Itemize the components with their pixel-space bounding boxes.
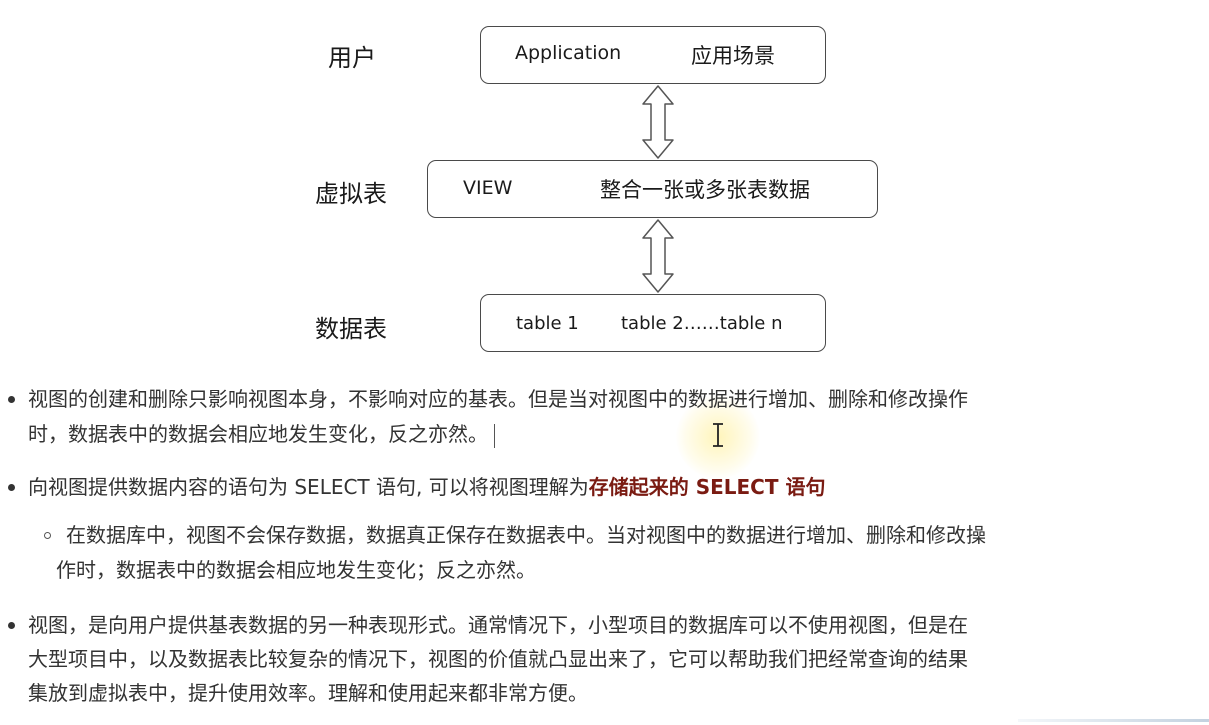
table-1-label: table 1 <box>516 313 579 334</box>
bullet-dot <box>8 622 15 629</box>
bullet-1-line-2: 时，数据表中的数据会相应地发生变化，反之亦然。 <box>28 417 968 452</box>
bullet-1-text: 视图的创建和删除只影响视图本身，不影响对应的基表。但是当对视图中的数据进行增加、… <box>28 382 968 452</box>
bullet-3-text: 视图，是向用户提供基表数据的另一种表现形式。通常情况下，小型项目的数据库可以不使… <box>28 608 968 710</box>
sub-bullet-line-1: 在数据库中，视图不会保存数据，数据真正保存在数据表中。当对视图中的数据进行增加、… <box>66 523 986 547</box>
view-label: VIEW <box>463 177 513 199</box>
bullet-1-line-2-text: 时，数据表中的数据会相应地发生变化，反之亦然。 <box>28 422 488 446</box>
application-label: Application <box>515 42 622 64</box>
bullet-2-emphasis: 存储起来的 SELECT 语句 <box>588 475 826 499</box>
bullet-2-text-before: 向视图提供数据内容的语句为 SELECT 语句, 可以将视图理解为 <box>28 475 589 499</box>
view-box: VIEW 整合一张或多张表数据 <box>427 160 878 218</box>
double-arrow-icon <box>642 85 674 159</box>
bullet-dot <box>8 484 15 491</box>
sub-bullet-text: 在数据库中，视图不会保存数据，数据真正保存在数据表中。当对视图中的数据进行增加、… <box>56 518 986 588</box>
bullet-3-line-2: 大型项目中，以及数据表比较复杂的情况下，视图的价值就凸显出来了，它可以帮助我们把… <box>28 647 968 671</box>
bullet-dot <box>8 396 15 403</box>
sub-bullet-circle <box>44 532 51 539</box>
application-scene-label: 应用场景 <box>691 44 775 68</box>
layer-label-data-table: 数据表 <box>315 315 387 343</box>
bullet-1-line-1: 视图的创建和删除只影响视图本身，不影响对应的基表。但是当对视图中的数据进行增加、… <box>28 387 968 411</box>
sub-bullet-line-2: 作时，数据表中的数据会相应地发生变化；反之亦然。 <box>56 558 536 582</box>
layer-label-user: 用户 <box>328 44 376 72</box>
ibeam-cursor-icon <box>713 423 723 447</box>
window-edge-decoration <box>1018 719 1209 722</box>
view-description-label: 整合一张或多张表数据 <box>600 178 810 202</box>
bullet-3-line-1: 视图，是向用户提供基表数据的另一种表现形式。通常情况下，小型项目的数据库可以不使… <box>28 613 968 637</box>
application-box: Application 应用场景 <box>480 26 826 84</box>
bullet-3-line-3: 集放到虚拟表中，提升使用效率。理解和使用起来都非常方便。 <box>28 681 588 705</box>
tables-box: table 1 table 2……table n <box>480 294 826 352</box>
bullet-2-text: 向视图提供数据内容的语句为 SELECT 语句, 可以将视图理解为存储起来的 S… <box>28 470 825 505</box>
table-2-n-label: table 2……table n <box>621 313 783 334</box>
double-arrow-icon <box>642 219 674 293</box>
text-caret <box>494 423 495 448</box>
layer-label-virtual-table: 虚拟表 <box>315 180 387 208</box>
